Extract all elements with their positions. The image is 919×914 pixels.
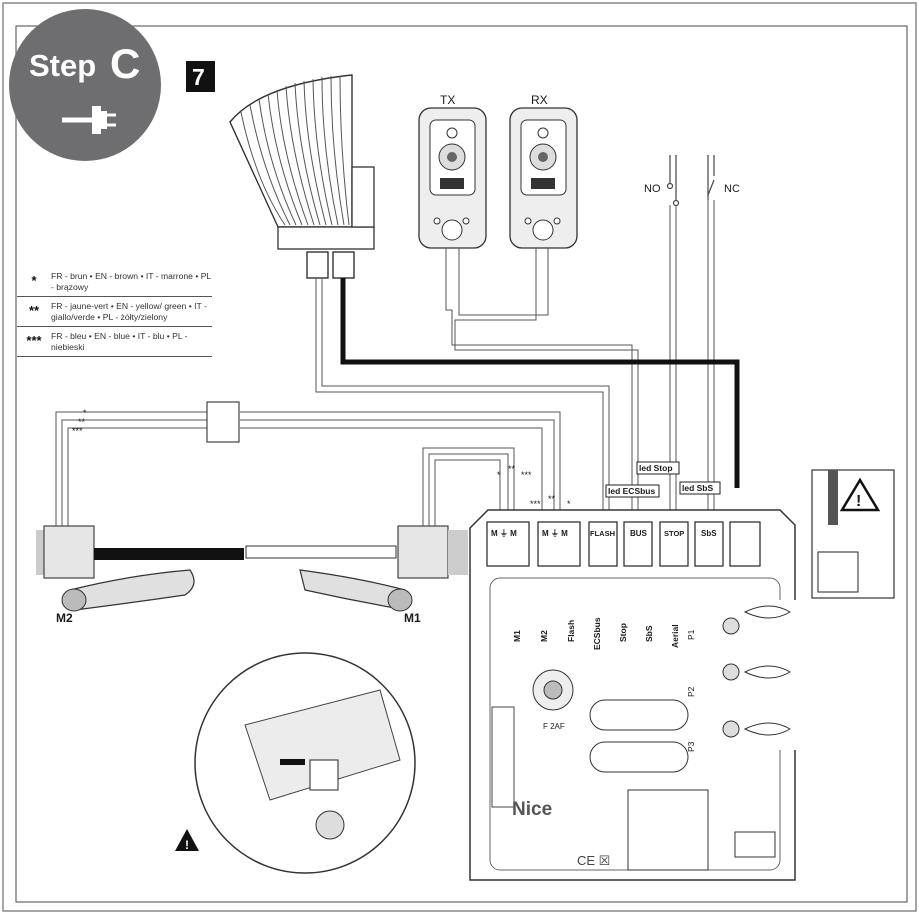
legend-text: FR - bleu • EN - blue • IT - blu • PL - … (51, 331, 188, 352)
control-board (469, 509, 798, 881)
diagram-label: P2 (686, 686, 696, 697)
legend-mark: * (31, 273, 37, 289)
legend-mark: ** (28, 303, 40, 319)
terminal-sbs: SbS (701, 529, 717, 538)
connector-zoom-inset (194, 652, 416, 874)
color-legend: * FR - brun • EN - brown • IT - marrone … (17, 267, 212, 357)
brand-logo: Nice (512, 799, 552, 820)
diagram-label: SbS (644, 625, 654, 642)
terminal-m2: M ⏚ M (542, 529, 568, 538)
flashing-lamp (229, 74, 375, 279)
terminal-stop: STOP (664, 529, 684, 538)
step-word: Step (29, 48, 96, 83)
diagram-label: ** (78, 417, 86, 427)
legend-row: *** FR - bleu • EN - blue • IT - blu • P… (17, 327, 212, 357)
diagram-label: *** (72, 426, 83, 436)
ce-mark: CE ☒ (577, 853, 610, 868)
diagram-label: Stop (618, 623, 628, 642)
diagram-label: ** (548, 494, 556, 504)
diagram-label: Flash (566, 620, 576, 642)
tx-label: TX (440, 93, 455, 107)
terminal-m1: M ⏚ M (491, 529, 517, 538)
diagram-label: ! (185, 838, 189, 852)
led-sbs: led SbS (682, 483, 714, 493)
led-stop: led Stop (639, 463, 673, 473)
gate-motors (36, 525, 468, 612)
led-ecsbus: led ECSbus (608, 486, 656, 496)
diagram-label: *** (521, 470, 532, 480)
motor-m1-label: M1 (404, 611, 421, 625)
diagram-label: ECSbus (592, 617, 602, 650)
terminal-flash: FLASH (590, 529, 615, 538)
junction-box (206, 401, 240, 443)
diagram-label: *** (530, 499, 541, 509)
diagram-label: M2 (539, 630, 549, 642)
diagram-label: Aerial (670, 624, 680, 648)
diagram-label: * (567, 499, 571, 509)
legend-row: ** FR - jaune-vert • EN - yellow/ green … (17, 297, 212, 327)
photocell-rx: RX (509, 93, 578, 249)
diagram-label: * (497, 470, 501, 480)
no-label: NO (644, 183, 661, 195)
legend-text: FR - brun • EN - brown • IT - marrone • … (51, 271, 211, 292)
stop-switch-no (666, 155, 680, 207)
legend-row: * FR - brun • EN - brown • IT - marrone … (17, 267, 212, 297)
sbs-switch-nc (707, 155, 715, 200)
diagram-label: P1 (686, 629, 696, 640)
legend-text: FR - jaune-vert • EN - yellow/ green • I… (51, 301, 207, 322)
nc-label: NC (724, 183, 740, 195)
terminal-bus: BUS (630, 529, 648, 538)
photocell-tx: TX (418, 93, 487, 249)
aerial-detail-inset: ! (811, 469, 895, 599)
fuse-label: F 2AF (543, 722, 565, 731)
diagram-label: ! (856, 493, 861, 510)
rx-label: RX (531, 93, 548, 107)
step-letter: C (110, 40, 140, 87)
legend-mark: *** (26, 333, 42, 349)
diagram-label: ** (508, 464, 516, 474)
plug-icon (62, 106, 116, 134)
aerial-cable (340, 278, 740, 488)
motor-m2-label: M2 (56, 611, 73, 625)
step-badge: Step C (9, 9, 161, 161)
figure-number: 7 (192, 64, 205, 90)
diagram-label: P3 (686, 741, 696, 752)
terminal-blocks (486, 521, 761, 567)
diagram-label: * (83, 408, 87, 418)
diagram-label: M1 (512, 630, 522, 642)
